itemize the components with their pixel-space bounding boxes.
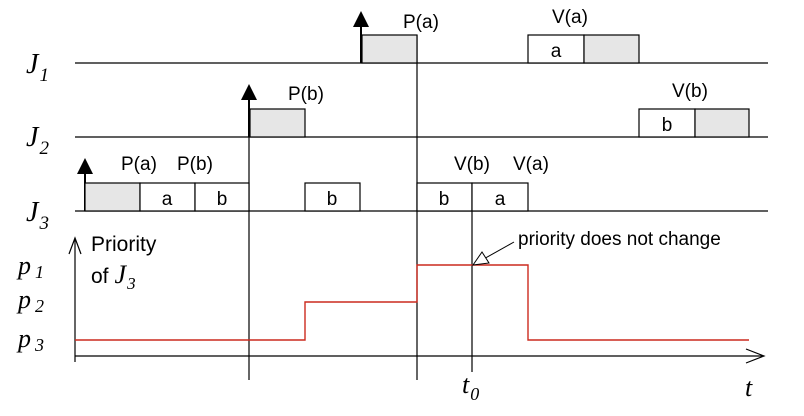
j3-exec-box: [84, 182, 141, 212]
op-label-vb-j3: V(b): [454, 154, 490, 175]
priority-y-axis-arrowhead: [68, 236, 82, 255]
j2-critical-b-label: b: [662, 115, 673, 136]
j3-critical-b-box-2: [304, 182, 361, 212]
j3-critical-b-label-2: b: [327, 189, 338, 210]
priority-title-line1: Priority: [91, 233, 157, 256]
j3-critical-a-box: [139, 182, 196, 212]
annotation-arrowhead: [471, 251, 490, 266]
j2-critical-b-box: [638, 108, 696, 138]
j3-critical-a-label-2: a: [495, 189, 506, 210]
priority-step-line: [75, 264, 749, 341]
j3-critical-a-label: a: [162, 189, 173, 210]
j3-critical-b-label-3: b: [439, 189, 450, 210]
j3-critical-a-box-2: [471, 182, 529, 212]
job-label-j3: J3: [26, 197, 49, 234]
j3-critical-b-box-1: [194, 182, 250, 212]
op-label-pa-j3: P(a): [121, 154, 157, 175]
j1-critical-a-label: a: [551, 41, 562, 62]
t0-label: t0: [462, 370, 479, 404]
job-label-j2: J2: [26, 122, 49, 159]
op-label-vb-j2: V(b): [672, 81, 708, 102]
j1-exec-box: [361, 34, 418, 64]
j1-exec-box-2: [583, 34, 640, 64]
op-label-va-j1: V(a): [552, 7, 588, 28]
op-label-pb-j3: P(b): [177, 154, 213, 175]
j3-critical-b-label-1: b: [217, 189, 228, 210]
j3-critical-b-box-3: [416, 182, 473, 212]
j2-exec-box-2: [694, 108, 750, 138]
op-label-pb-j2: P(b): [288, 84, 324, 105]
op-label-pa-j1: P(a): [403, 12, 439, 33]
time-axis-label: t: [745, 373, 753, 402]
annotation-text: priority does not change: [518, 229, 721, 250]
j2-exec-box: [249, 108, 306, 138]
time-axis-arrowhead: [745, 348, 766, 364]
job-label-j1: J1: [26, 49, 49, 86]
op-label-va-j3: V(a): [513, 154, 549, 175]
j1-critical-a-box: [527, 34, 585, 64]
